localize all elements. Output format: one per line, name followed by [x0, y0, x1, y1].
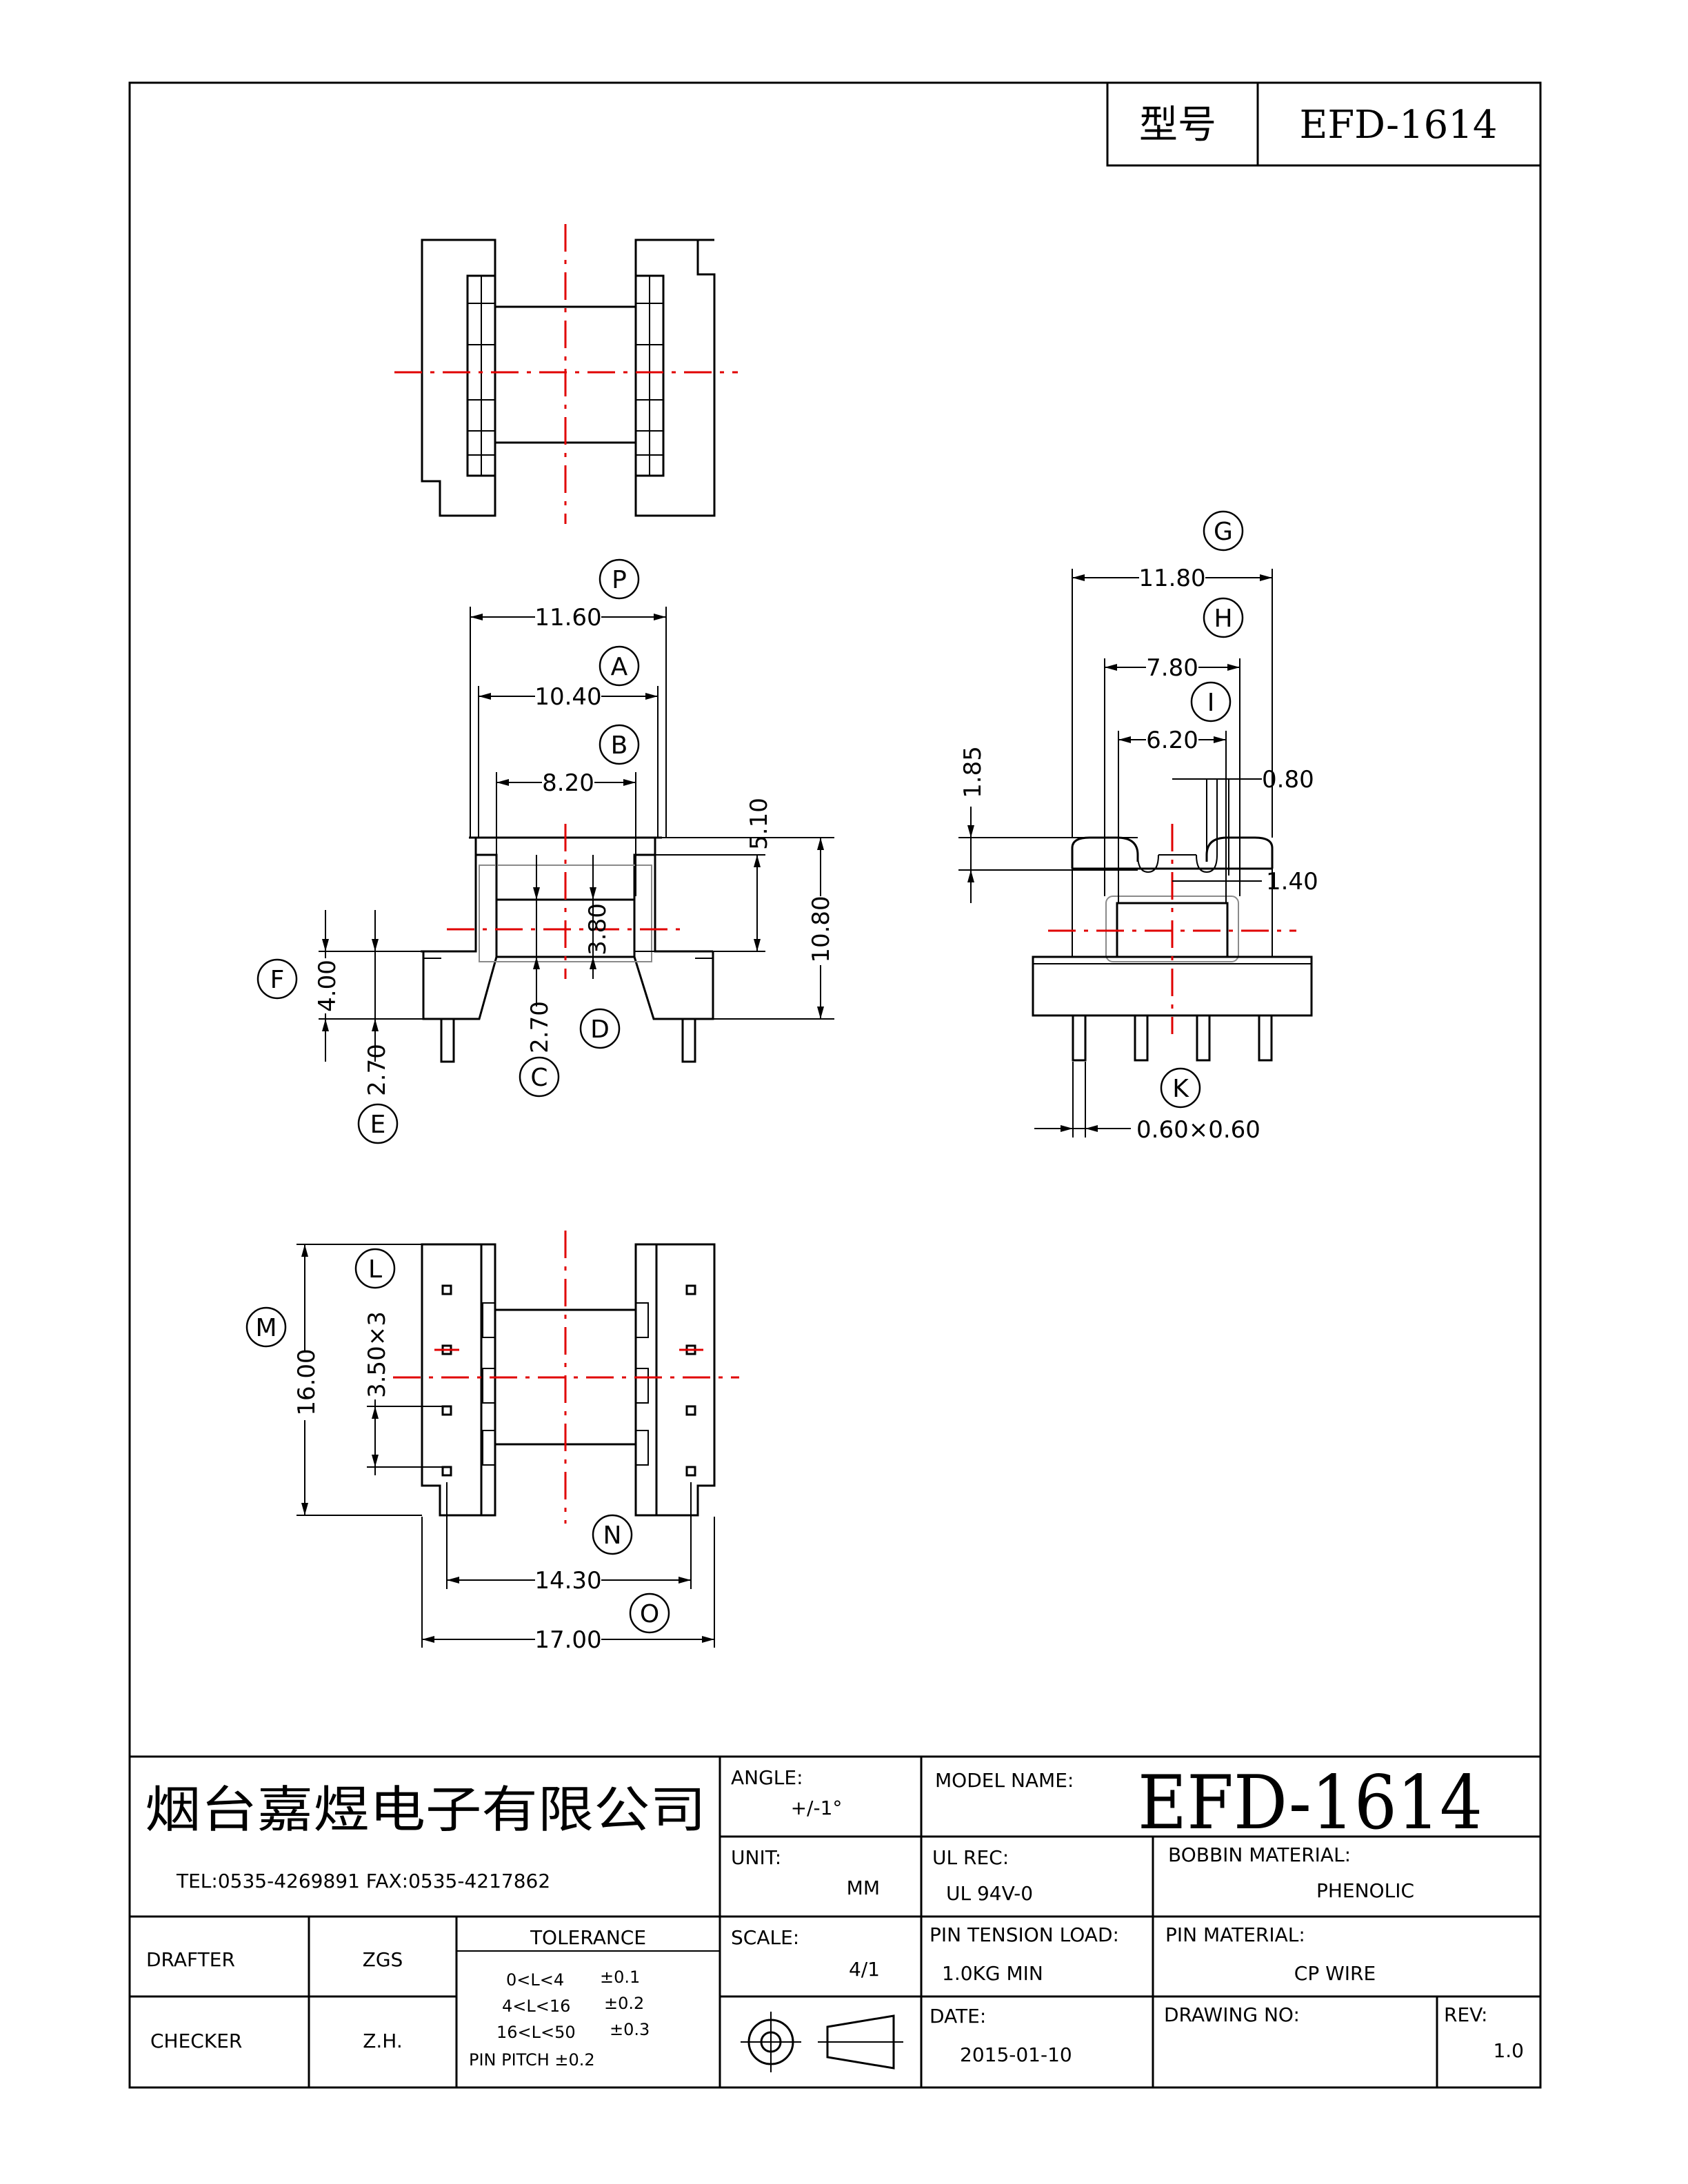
tolerance-title: TOLERANCE [530, 1926, 646, 1949]
header-model-box: 型号 EFD-1614 [1106, 81, 1542, 167]
rev-value: 1.0 [1493, 2039, 1524, 2062]
title-block: 烟台嘉煜电子有限公司 TEL:0535-4269891 FAX:0535-421… [130, 1755, 1540, 2087]
dim-F-value: 4.00 [314, 960, 341, 1012]
front-view [421, 824, 714, 1063]
dim-M-value: 16.00 [293, 1348, 321, 1415]
dim-L-value: 3.50×3 [363, 1311, 391, 1398]
side-view [1032, 824, 1313, 1062]
pin-pitch: PIN PITCH ±0.2 [469, 2050, 595, 2070]
drawing-no-label: DRAWING NO: [1164, 2003, 1300, 2026]
header-model-value: EFD-1614 [1299, 103, 1497, 148]
projection-symbol [741, 2012, 903, 2072]
bottom-view [393, 1231, 739, 1524]
circle-label-N: N [603, 1521, 622, 1550]
date-label: DATE: [930, 2005, 986, 2028]
circle-label-A: A [611, 653, 628, 681]
circle-label-I: I [1207, 689, 1215, 717]
pin-tension-label: PIN TENSION LOAD: [930, 1923, 1119, 1946]
dim-I-value: 6.20 [1146, 727, 1198, 754]
model-name-label: MODEL NAME: [935, 1769, 1074, 1792]
circle-label-D: D [590, 1015, 610, 1044]
dim-D-value: 3.80 [584, 903, 612, 956]
circle-labels: P A B C D E F G H I K L M N O [245, 510, 1244, 1634]
dim-K-value: 0.60×0.60 [1136, 1116, 1260, 1144]
drawing-frame [128, 81, 1542, 2089]
circle-label-P: P [612, 566, 627, 594]
dim-G-value: 11.80 [1138, 565, 1205, 592]
unit-label: UNIT: [731, 1846, 781, 1869]
circle-label-E: E [370, 1111, 386, 1139]
tolerance-value-3: ±0.3 [610, 2020, 650, 2039]
scale-label: SCALE: [731, 1926, 799, 1949]
bobbin-material-label: BOBBIN MATERIAL: [1168, 1843, 1351, 1866]
company-name: 烟台嘉煜电子有限公司 [145, 1781, 706, 1839]
dim-A-value: 10.40 [534, 683, 601, 711]
date-value: 2015-01-10 [960, 2043, 1072, 2066]
dim-O-value: 17.00 [534, 1626, 601, 1654]
tolerance-range-3: 16<L<50 [496, 2023, 576, 2042]
dim-C-value: 2.70 [526, 1001, 554, 1053]
dim-B-value: 8.20 [542, 769, 594, 797]
bottom-view-dimensions [297, 1244, 715, 1648]
circle-label-M: M [255, 1314, 277, 1342]
dim-N-value: 14.30 [534, 1567, 601, 1595]
tolerance-value-1: ±0.1 [600, 1968, 640, 1987]
pin-material-value: CP WIRE [1294, 1962, 1376, 1985]
dim-total-h-value: 10.80 [807, 896, 835, 962]
angle-value: +/-1° [791, 1797, 843, 1819]
circle-label-L: L [368, 1255, 382, 1284]
circle-label-O: O [640, 1600, 659, 1628]
model-name-value: EFD-1614 [1138, 1760, 1483, 1846]
circle-label-B: B [611, 731, 628, 760]
company-contact: TEL:0535-4269891 FAX:0535-4217862 [176, 1870, 550, 1892]
circle-label-K: K [1172, 1075, 1189, 1103]
dim-slot-h-value: 1.85 [959, 746, 987, 798]
unit-value: MM [847, 1877, 880, 1899]
side-view-dimensions [958, 569, 1273, 1138]
ul-label: UL REC: [932, 1846, 1009, 1869]
dimension-texts: 11.60 10.40 8.20 5.10 10.80 3.80 2.70 4.… [292, 564, 1318, 1654]
dim-H-value: 7.80 [1146, 654, 1198, 682]
dim-slot-w-value: 0.80 [1262, 766, 1314, 793]
circle-label-G: G [1214, 518, 1233, 546]
drafter-label: DRAFTER [146, 1948, 235, 1971]
circle-label-H: H [1214, 605, 1232, 633]
checker-value: Z.H. [363, 2030, 403, 2052]
tolerance-range-2: 4<L<16 [502, 1996, 570, 2016]
scale-value: 4/1 [849, 1958, 880, 1981]
bobbin-material-value: PHENOLIC [1316, 1879, 1414, 1902]
tolerance-value-2: ±0.2 [604, 1994, 644, 2013]
angle-label: ANGLE: [731, 1766, 803, 1789]
top-view [394, 224, 738, 524]
front-view-dimensions [319, 607, 834, 1062]
circle-label-F: F [270, 966, 285, 994]
dim-flange-h-value: 5.10 [745, 798, 773, 850]
circle-label-C: C [530, 1064, 547, 1092]
drafter-value: ZGS [363, 1948, 403, 1971]
pin-tension-value: 1.0KG MIN [942, 1962, 1043, 1985]
dim-slot-gap-value: 1.40 [1266, 868, 1318, 896]
rev-label: REV: [1444, 2003, 1487, 2026]
ul-value: UL 94V-0 [946, 1882, 1033, 1905]
tolerance-range-1: 0<L<4 [506, 1970, 564, 1990]
dim-E-value: 2.70 [363, 1044, 391, 1096]
header-model-label: 型号 [1139, 103, 1216, 148]
checker-label: CHECKER [150, 2030, 242, 2052]
dim-P-value: 11.60 [534, 604, 601, 631]
pin-material-label: PIN MATERIAL: [1165, 1923, 1305, 1946]
